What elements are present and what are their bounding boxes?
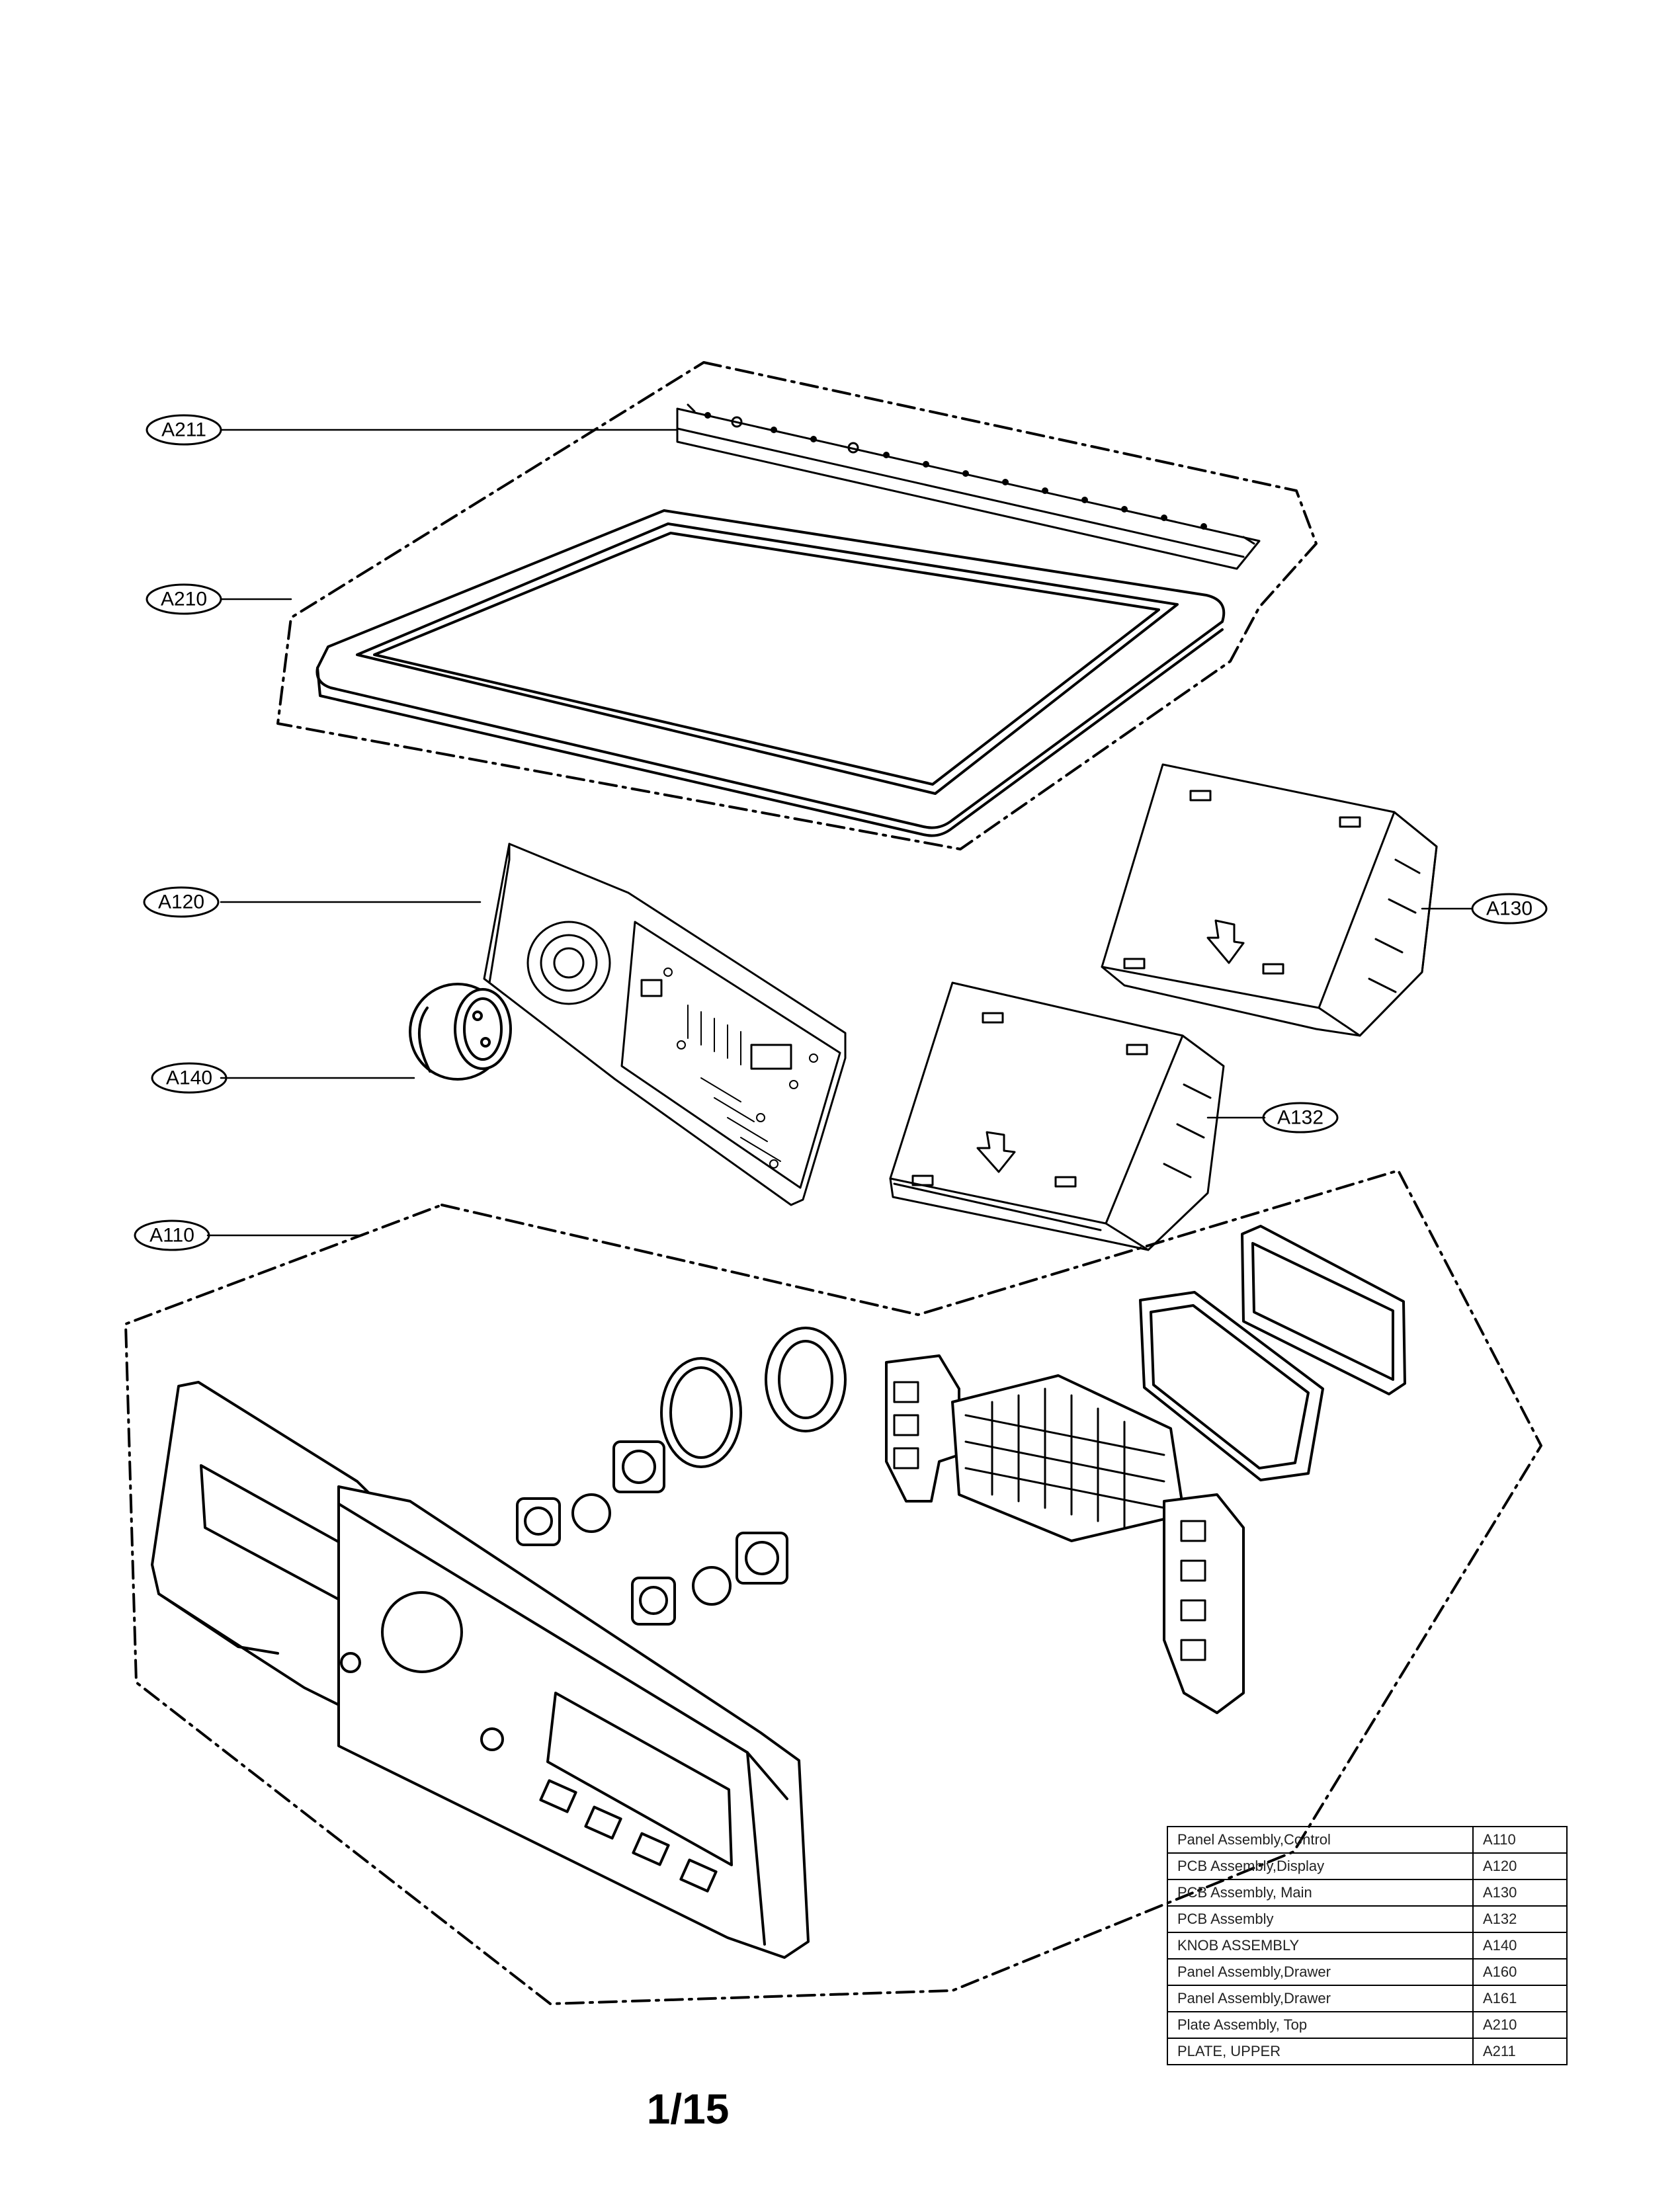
callout-label-a120: A120 <box>158 891 204 913</box>
part-code: A211 <box>1472 2038 1568 2065</box>
table-row: PLATE, UPPER A211 <box>1167 2038 1568 2065</box>
part-description: Panel Assembly,Drawer <box>1167 1985 1474 2012</box>
part-description: Plate Assembly, Top <box>1167 2011 1474 2039</box>
part-code: A132 <box>1472 1905 1568 1933</box>
display-pcb-part <box>483 843 847 1206</box>
drawer-panel-frames <box>1139 1225 1406 1481</box>
part-code: A130 <box>1472 1879 1568 1907</box>
callout-oval-a140 <box>151 1062 228 1094</box>
page-number: 1/15 <box>646 2085 730 2133</box>
bracket-frame-part <box>885 1354 1245 1714</box>
top-group-boundary <box>276 361 1318 850</box>
part-description: PLATE, UPPER <box>1167 2038 1474 2065</box>
table-row: PCB Assembly A132 <box>1167 1905 1568 1933</box>
callout-leaders <box>206 429 1474 1237</box>
control-panel-part <box>151 1381 810 1959</box>
callout-label-a210: A210 <box>161 589 207 610</box>
upper-plate-part <box>676 403 1261 570</box>
callout-label-a130: A130 <box>1486 898 1533 920</box>
callout-label-a110: A110 <box>149 1225 194 1247</box>
part-code: A161 <box>1472 1985 1568 2012</box>
table-row: PCB Assembly, Main A130 <box>1167 1879 1568 1907</box>
part-code: A210 <box>1472 2011 1568 2039</box>
callout-oval-a110 <box>134 1219 210 1251</box>
part-description: PCB Assembly,Display <box>1167 1852 1474 1880</box>
callout-oval-a130 <box>1471 893 1548 925</box>
part-description: Panel Assembly,Drawer <box>1167 1958 1474 1986</box>
bottom-group-boundary <box>124 1169 1542 2005</box>
part-code: A110 <box>1472 1826 1568 1854</box>
parts-table: Panel Assembly,Control A110 PCB Assembly… <box>1167 1826 1568 2065</box>
table-row: PCB Assembly,Display A120 <box>1167 1852 1568 1880</box>
callout-label-a132: A132 <box>1277 1107 1323 1129</box>
callout-oval-a210 <box>146 583 222 615</box>
table-row: Panel Assembly,Drawer A160 <box>1167 1958 1568 1986</box>
part-description: PCB Assembly <box>1167 1905 1474 1933</box>
callout-oval-a132 <box>1262 1102 1339 1134</box>
pcb-box-part <box>889 981 1225 1251</box>
main-pcb-box-part <box>1101 763 1438 1037</box>
table-row: Panel Assembly,Drawer A161 <box>1167 1985 1568 2012</box>
part-description: KNOB ASSEMBLY <box>1167 1932 1474 1960</box>
knob-part <box>409 983 512 1081</box>
part-description: Panel Assembly,Control <box>1167 1826 1474 1854</box>
callout-oval-a120 <box>143 886 220 918</box>
callout-ovals <box>134 414 1548 1251</box>
table-row: KNOB ASSEMBLY A140 <box>1167 1932 1568 1960</box>
part-description: PCB Assembly, Main <box>1167 1879 1474 1907</box>
part-code: A120 <box>1472 1852 1568 1880</box>
panel-small-parts <box>516 1327 847 1626</box>
part-code: A160 <box>1472 1958 1568 1986</box>
table-row: Plate Assembly, Top A210 <box>1167 2011 1568 2039</box>
callout-oval-a211 <box>146 414 222 446</box>
callout-label-a140: A140 <box>166 1067 212 1089</box>
top-plate-part <box>315 509 1226 837</box>
table-row: Panel Assembly,Control A110 <box>1167 1826 1568 1854</box>
part-code: A140 <box>1472 1932 1568 1960</box>
callout-label-a211: A211 <box>161 419 206 441</box>
